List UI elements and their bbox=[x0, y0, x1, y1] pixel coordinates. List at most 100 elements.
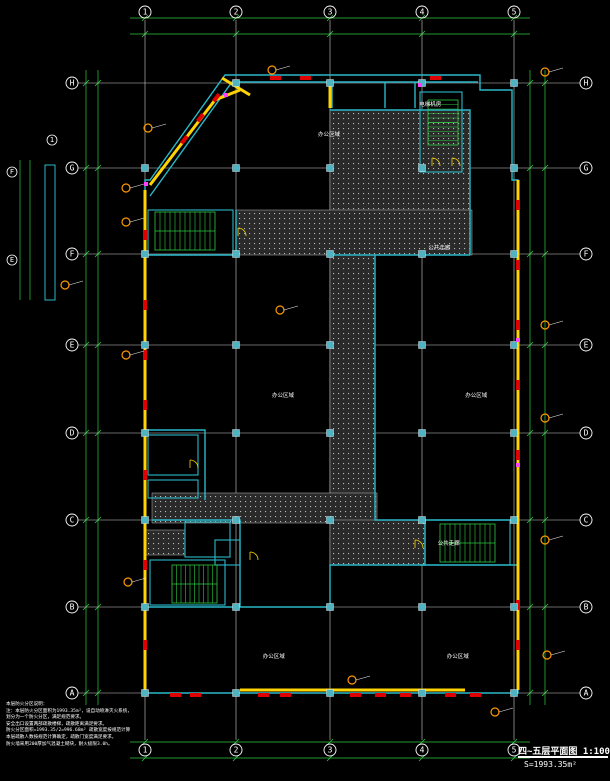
hatch-dot bbox=[388, 148, 390, 150]
hatch-dot bbox=[274, 253, 276, 255]
window-mark bbox=[516, 380, 520, 390]
hatch-dot bbox=[423, 128, 425, 130]
hatch-dot bbox=[408, 143, 410, 145]
fire-wall bbox=[148, 88, 241, 186]
hatch-dot bbox=[284, 223, 286, 225]
hatch-dot bbox=[373, 178, 375, 180]
hatch-dot bbox=[448, 183, 450, 185]
hatch-dot bbox=[338, 178, 340, 180]
hatch-dot bbox=[393, 543, 395, 545]
hatch-dot bbox=[358, 118, 360, 120]
hatch-dot bbox=[155, 496, 157, 498]
hatch-dot bbox=[373, 458, 375, 460]
hatch-dot bbox=[368, 438, 370, 440]
hatch-dot bbox=[403, 138, 405, 140]
hatch-dot bbox=[423, 543, 425, 545]
hatch-dot bbox=[338, 143, 340, 145]
callout-leader bbox=[68, 280, 84, 286]
hatch-dot bbox=[393, 133, 395, 135]
hatch-dot bbox=[338, 523, 340, 525]
hatch-dot bbox=[348, 258, 350, 260]
hatch-dot bbox=[463, 123, 465, 125]
hatch-dot bbox=[368, 348, 370, 350]
hatch-dot bbox=[404, 253, 406, 255]
hatch-dot bbox=[393, 188, 395, 190]
hatch-dot bbox=[363, 548, 365, 550]
hatch-dot bbox=[463, 178, 465, 180]
axis-bubble bbox=[415, 743, 429, 757]
hatch-dot bbox=[398, 168, 400, 170]
floor-area: S=1993.35m² bbox=[524, 760, 577, 769]
hatch-dot bbox=[383, 128, 385, 130]
room-label: 办公区域 bbox=[318, 130, 341, 138]
hatch-dot bbox=[319, 243, 321, 245]
hatch-dot bbox=[309, 223, 311, 225]
hatch-dot bbox=[333, 548, 335, 550]
axis-label: C bbox=[70, 516, 75, 525]
hatch-dot bbox=[413, 543, 415, 545]
hatch-dot bbox=[160, 516, 162, 518]
hatch-dot bbox=[338, 528, 340, 530]
hatch-dot bbox=[373, 128, 375, 130]
hatch-dot bbox=[409, 228, 411, 230]
hatch-dot bbox=[454, 223, 456, 225]
hatch-dot bbox=[368, 453, 370, 455]
hatch-dot bbox=[363, 268, 365, 270]
hatch-dot bbox=[459, 238, 461, 240]
hatch-dot bbox=[393, 533, 395, 535]
hatch-dot bbox=[239, 248, 241, 250]
hatch-dot bbox=[274, 213, 276, 215]
window-mark bbox=[180, 134, 189, 145]
hatch-dot bbox=[403, 558, 405, 560]
hatch-dot bbox=[348, 548, 350, 550]
hatch-dot bbox=[279, 218, 281, 220]
hatch-dot bbox=[443, 188, 445, 190]
hatch-dot bbox=[368, 418, 370, 420]
hatch-dot bbox=[373, 473, 375, 475]
hatch-dot bbox=[363, 323, 365, 325]
hatch-dot bbox=[338, 203, 340, 205]
hatch-dot bbox=[280, 501, 282, 503]
hatch-dot bbox=[443, 138, 445, 140]
hatch-dot bbox=[245, 521, 247, 523]
hatch-dot bbox=[458, 113, 460, 115]
design-notes: 本层防火分区说明： 注：本层防火分区面积为1993.35m²，设自动喷淋灭火系统… bbox=[6, 702, 306, 748]
hatch-dot bbox=[373, 298, 375, 300]
hatch-dot bbox=[403, 563, 405, 565]
hatch-dot bbox=[434, 248, 436, 250]
hatch-dot bbox=[358, 423, 360, 425]
hatch-dot bbox=[383, 528, 385, 530]
hatch-dot bbox=[280, 496, 282, 498]
hatch-dot bbox=[348, 463, 350, 465]
hatch-dot bbox=[345, 506, 347, 508]
hatch-dot bbox=[338, 483, 340, 485]
hatch-dot bbox=[155, 511, 157, 513]
axis-label: 2 bbox=[234, 8, 239, 17]
hatch-dot bbox=[240, 516, 242, 518]
hatch-dot bbox=[388, 138, 390, 140]
hatch-dot bbox=[368, 208, 370, 210]
hatch-dot bbox=[453, 163, 455, 165]
hatch-dot bbox=[383, 143, 385, 145]
hatch-dot bbox=[335, 506, 337, 508]
column bbox=[232, 689, 240, 697]
hatch-dot bbox=[448, 128, 450, 130]
column bbox=[418, 341, 426, 349]
hatch-dot bbox=[423, 118, 425, 120]
room-outline bbox=[214, 539, 241, 566]
hatch-dot bbox=[404, 238, 406, 240]
hatch-dot bbox=[230, 521, 232, 523]
hatch-dot bbox=[439, 213, 441, 215]
hatch-dot bbox=[155, 516, 157, 518]
hatch-dot bbox=[428, 193, 430, 195]
hatch-dot bbox=[449, 238, 451, 240]
hatch-dot bbox=[299, 243, 301, 245]
hatch-dot bbox=[295, 516, 297, 518]
hatch-dot bbox=[333, 448, 335, 450]
hatch-dot bbox=[448, 133, 450, 135]
hatch-dot bbox=[274, 238, 276, 240]
hatch-dot bbox=[358, 178, 360, 180]
hatch-dot bbox=[388, 158, 390, 160]
hatch-dot bbox=[348, 443, 350, 445]
hatch-dot bbox=[205, 516, 207, 518]
